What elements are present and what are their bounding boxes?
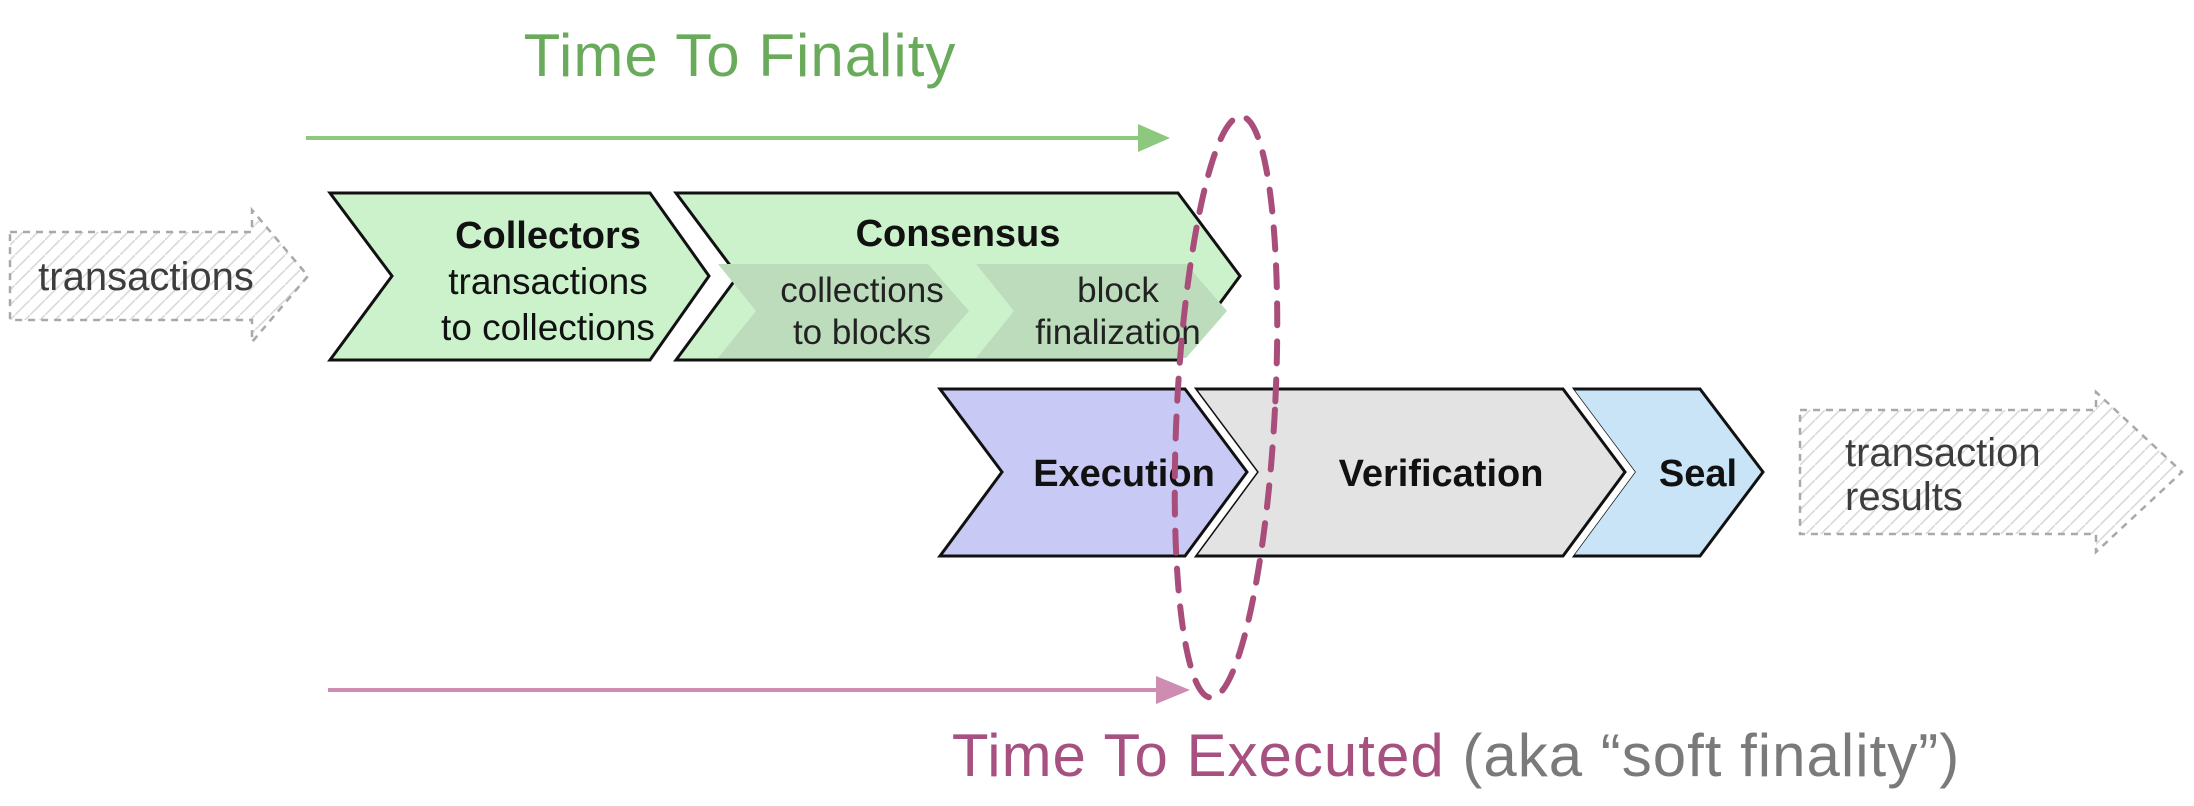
execution-title: Execution: [1033, 453, 1215, 495]
verification-chevron: [1192, 387, 1627, 558]
soft-finality-boundary-ellipse: [1171, 113, 1281, 701]
time-to-executed-arrow: [328, 676, 1190, 704]
time-to-finality-caption: Time To Finality: [524, 22, 957, 89]
transactions-arrow-label: transactions: [38, 255, 254, 299]
time-to-executed-caption: Time To Executed (aka “soft finality”): [952, 722, 1960, 789]
collections-to-blocks-line2: to blocks: [793, 313, 931, 352]
consensus-title: Consensus: [856, 213, 1061, 255]
transaction-results-arrow-shape: [1798, 389, 2184, 555]
transaction-results-output-arrow: transaction results: [1798, 389, 2184, 555]
collectors-title: Collectors: [455, 215, 641, 257]
collectors-line1: transactions: [448, 261, 648, 302]
time-to-finality-arrow: [306, 124, 1170, 152]
time-to-executed-arrowhead-icon: [1156, 676, 1190, 704]
transaction-results-line1: transaction: [1845, 431, 2041, 475]
transaction-results-line2: results: [1845, 475, 1963, 519]
transactions-arrow-shape: [8, 206, 310, 346]
collectors-line2: to collections: [441, 307, 655, 348]
transactions-input-arrow: transactions: [8, 206, 310, 346]
execution-chevron: [937, 387, 1249, 558]
block-finalization-subchevron: [976, 264, 1227, 358]
collections-to-blocks-subchevron: [718, 264, 969, 358]
time-to-executed-caption-main: Time To Executed: [952, 722, 1445, 789]
time-to-finality-arrowhead-icon: [1138, 124, 1170, 152]
verification-stage: Verification: [1179, 381, 1635, 564]
execution-stage: Execution: [924, 381, 1257, 564]
verification-title: Verification: [1339, 453, 1544, 495]
collections-to-blocks-line1: collections: [780, 271, 943, 310]
block-finalization-line2: finalization: [1035, 313, 1200, 352]
block-finalization-line1: block: [1077, 271, 1159, 310]
collectors-stage: Collectors transactions to collections: [314, 185, 719, 368]
time-to-executed-caption-suffix: (aka “soft finality”): [1462, 722, 1960, 789]
collectors-chevron: [327, 191, 711, 362]
seal-title: Seal: [1659, 453, 1737, 495]
consensus-stage: Consensus collections to blocks block fi…: [673, 191, 1242, 362]
